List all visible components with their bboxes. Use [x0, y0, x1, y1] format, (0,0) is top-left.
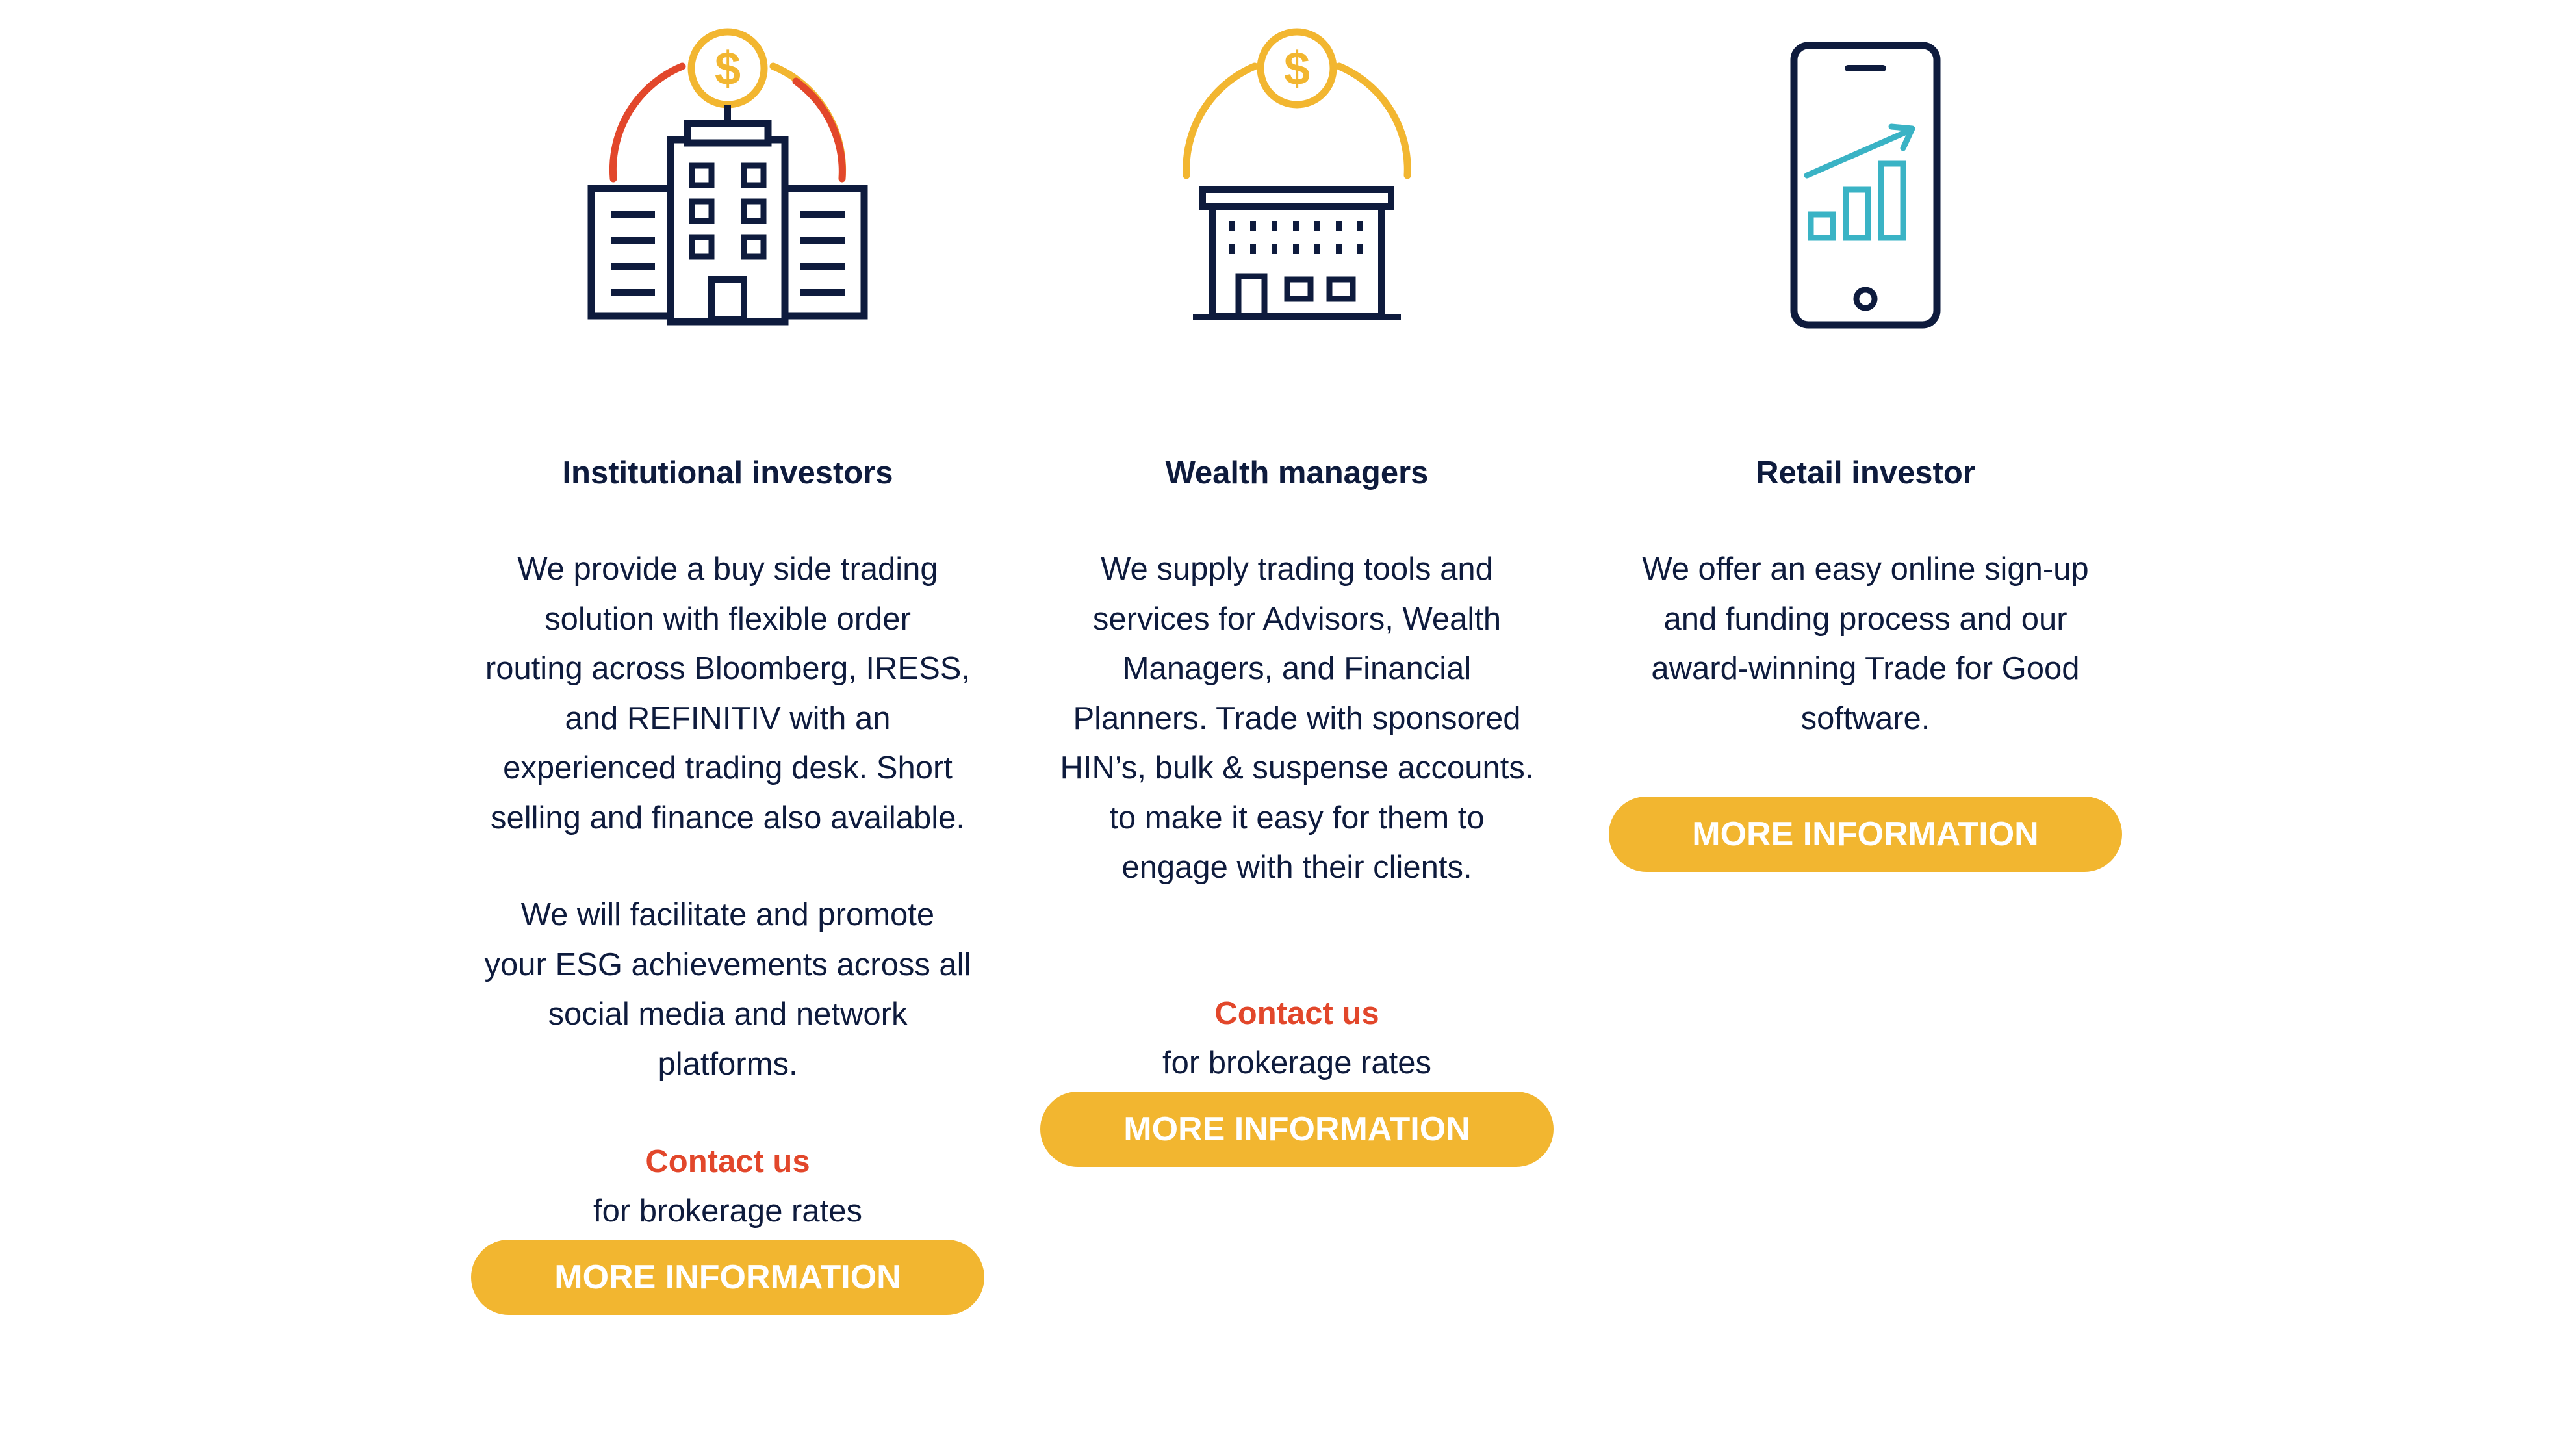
- description-line: routing across Bloomberg, IRESS,: [485, 651, 971, 686]
- icon-container: $: [471, 19, 984, 383]
- description-line: your ESG achievements across all: [484, 947, 971, 982]
- description-line: selling and finance also available.: [490, 800, 966, 836]
- contact-us-link[interactable]: Contact us: [1214, 996, 1379, 1031]
- brokerage-rates-text: for brokerage rates: [1162, 1045, 1431, 1080]
- card-title: Wealth managers: [1165, 455, 1429, 491]
- card-description: We supply trading tools and services for…: [1040, 544, 1554, 893]
- more-information-button[interactable]: MORE INFORMATION: [1609, 797, 2122, 872]
- description-line: software.: [1800, 700, 1930, 736]
- more-information-button[interactable]: MORE INFORMATION: [1040, 1092, 1554, 1167]
- description-line: and REFINITIV with an: [565, 700, 891, 736]
- description-line: Managers, and Financial: [1122, 651, 1472, 686]
- bank-building-dollar-icon: $: [1183, 28, 1411, 320]
- description-line: engage with their clients.: [1121, 850, 1472, 885]
- contact-us-link[interactable]: Contact us: [645, 1144, 810, 1179]
- description-line: and funding process and our: [1663, 601, 2067, 637]
- description-line: services for Advisors, Wealth: [1092, 601, 1502, 637]
- more-information-button[interactable]: MORE INFORMATION: [471, 1240, 984, 1315]
- smartphone-growth-chart-icon: [1790, 42, 1941, 329]
- description-line: We will facilitate and promote: [520, 897, 935, 932]
- description-line: We provide a buy side trading: [517, 552, 938, 587]
- description-line: Planners. Trade with sponsored: [1073, 700, 1521, 736]
- brokerage-rates-text: for brokerage rates: [593, 1194, 862, 1229]
- description-line: social media and network: [548, 997, 908, 1032]
- icon-container: $: [1040, 19, 1554, 383]
- description-line: platforms.: [658, 1046, 798, 1082]
- svg-text:$: $: [715, 43, 741, 95]
- description-line: We supply trading tools and: [1101, 552, 1493, 587]
- office-buildings-dollar-icon: $: [587, 28, 868, 326]
- description-line: award-winning Trade for Good: [1651, 651, 2080, 686]
- card-title: Retail investor: [1756, 455, 1975, 491]
- description-line: HIN’s, bulk & suspense accounts.: [1060, 750, 1534, 785]
- icon-container: [1609, 19, 2122, 383]
- card-esg-description: We will facilitate and promote your ESG …: [471, 890, 984, 1089]
- description-line: to make it easy for them to: [1109, 800, 1485, 836]
- description-line: We offer an easy online sign-up: [1642, 552, 2089, 587]
- card-description: We provide a buy side trading solution w…: [471, 544, 984, 843]
- description-line: solution with flexible order: [544, 601, 911, 637]
- svg-text:$: $: [1284, 43, 1310, 95]
- card-description: We offer an easy online sign-up and fund…: [1609, 544, 2122, 743]
- card-title: Institutional investors: [562, 455, 893, 491]
- description-line: experienced trading desk. Short: [503, 750, 953, 785]
